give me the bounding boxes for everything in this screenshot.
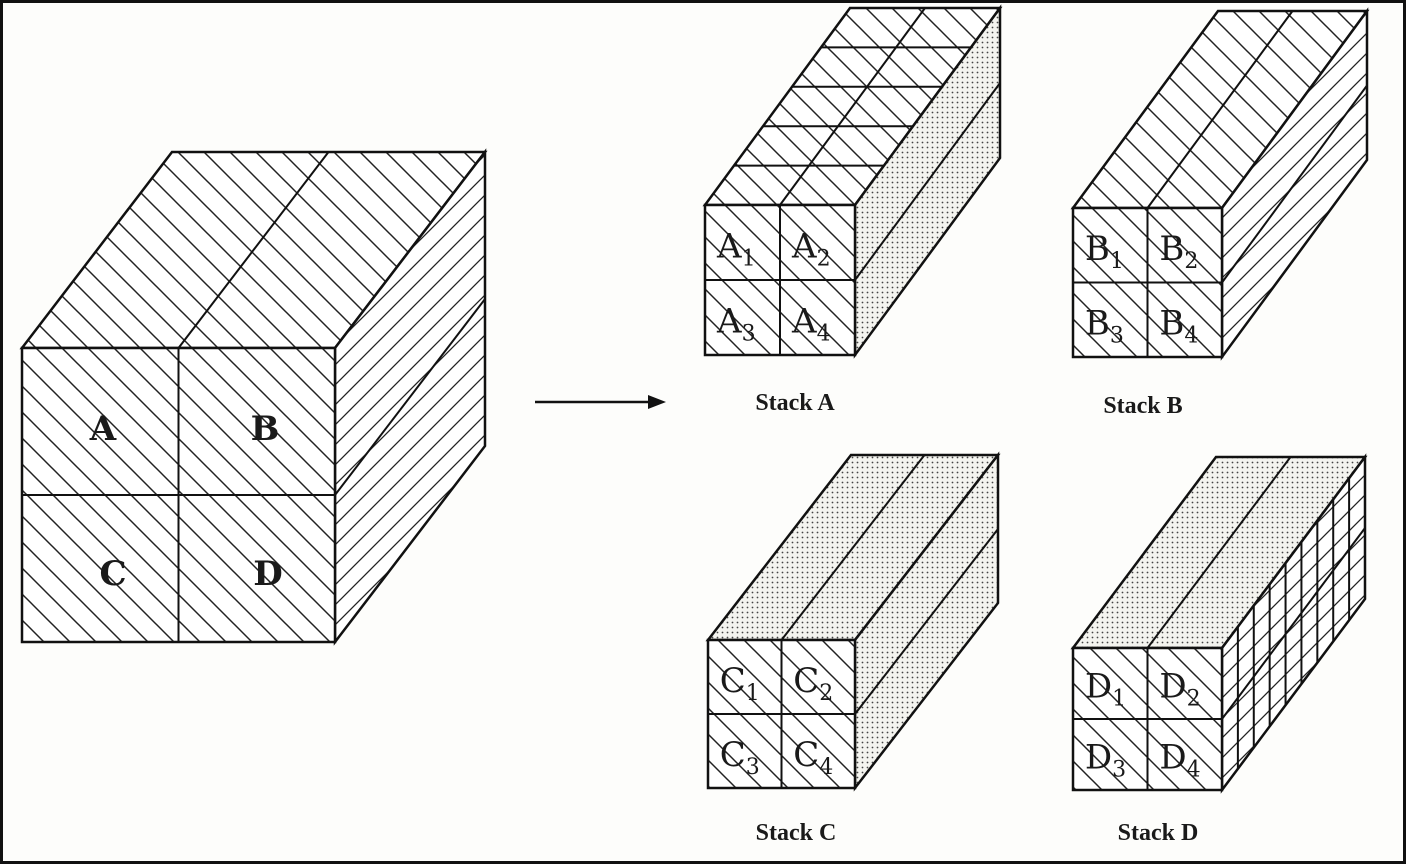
cell-label: A4 — [791, 302, 831, 347]
cell-subscript: 1 — [1112, 687, 1126, 712]
cell-subscript: 2 — [1187, 687, 1201, 712]
block-label: C — [99, 554, 126, 594]
cell-label: A3 — [716, 302, 756, 347]
side-divider — [854, 82, 1001, 281]
cell-label: B4 — [1159, 304, 1198, 349]
cell-label: B1 — [1085, 229, 1124, 274]
block-label: B — [251, 409, 280, 449]
top-divider — [177, 151, 330, 349]
top-divider — [1146, 456, 1292, 649]
cell-letter: C — [720, 661, 746, 701]
cell-label: B2 — [1159, 229, 1198, 274]
cell-label: D3 — [1085, 738, 1126, 783]
arrow — [535, 395, 666, 409]
cell-label: D1 — [1085, 667, 1126, 712]
cell-letter: D — [1159, 738, 1186, 778]
cell-subscript: 1 — [742, 247, 756, 272]
cell-subscript: 4 — [817, 322, 831, 347]
stack-caption: Stack C — [756, 820, 837, 846]
original-block: A B C D — [19, 148, 488, 646]
cell-letter: A — [791, 227, 817, 267]
cell-label: B3 — [1085, 304, 1124, 349]
cell-label: C3 — [720, 735, 760, 780]
cell-subscript: 2 — [1184, 249, 1198, 274]
cell-label: D4 — [1159, 738, 1200, 783]
cell-label: A1 — [716, 227, 756, 272]
cell-subscript: 3 — [1110, 324, 1124, 349]
top-divider — [779, 7, 926, 206]
cell-letter: D — [1085, 738, 1112, 778]
cell-subscript: 1 — [1110, 249, 1124, 274]
stack-caption: Stack B — [1103, 393, 1182, 419]
cell-letter: B — [1159, 304, 1184, 344]
cell-letter: D — [1085, 667, 1112, 707]
cell-subscript: 3 — [742, 322, 756, 347]
cell-subscript: 2 — [817, 247, 831, 272]
cell-letter: B — [1085, 229, 1110, 269]
cell-subscript: 4 — [1184, 324, 1198, 349]
block-label: D — [253, 554, 282, 594]
top-divider — [1146, 10, 1294, 209]
side-divider — [1221, 527, 1366, 720]
side-divider — [1221, 84, 1368, 284]
cell-letter: A — [791, 302, 817, 342]
cell-letter: C — [793, 735, 819, 775]
cell-subscript: 2 — [819, 681, 833, 706]
cell-subscript: 3 — [1112, 758, 1126, 783]
cell-subscript: 1 — [746, 681, 760, 706]
cell-subscript: 4 — [1187, 758, 1201, 783]
cell-letter: B — [1159, 229, 1184, 269]
stack-caption: Stack A — [755, 390, 835, 416]
cell-letter: A — [716, 302, 742, 342]
cell-subscript: 3 — [746, 755, 760, 780]
cell-letter: D — [1159, 667, 1186, 707]
cell-letter: B — [1085, 304, 1110, 344]
side-divider — [334, 298, 486, 496]
cell-label: A2 — [791, 227, 831, 272]
cell-label: C4 — [793, 735, 833, 780]
cell-letter: C — [793, 661, 819, 701]
cell-letter: C — [720, 735, 746, 775]
cell-subscript: 4 — [819, 755, 833, 780]
cell-label: D2 — [1159, 667, 1200, 712]
side-divider — [854, 528, 999, 715]
block-label: A — [89, 409, 117, 449]
cell-label: C2 — [793, 661, 833, 706]
top-divider — [780, 454, 926, 641]
stack-caption: Stack D — [1118, 820, 1199, 846]
cell-label: C1 — [720, 661, 760, 706]
cell-letter: A — [716, 227, 742, 267]
